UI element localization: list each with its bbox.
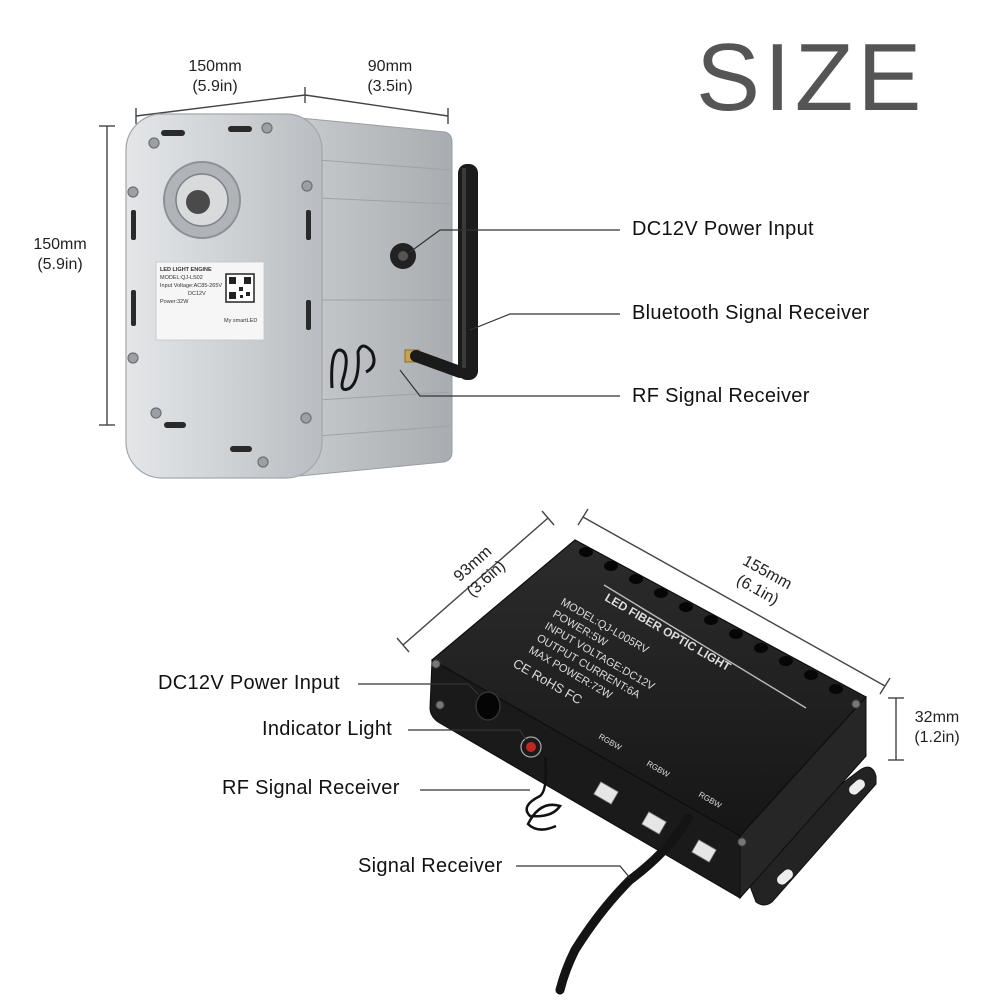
- engine-width-in: (5.9in): [192, 78, 238, 95]
- callout-engine-bluetooth: Bluetooth Signal Receiver: [632, 302, 870, 324]
- callout-controller-dc-input: DC12V Power Input: [158, 672, 340, 694]
- engine-height-in: (5.9in): [37, 256, 83, 273]
- engine-height-mm: 150mm: [33, 236, 87, 253]
- engine-label-sticker: LED LIGHT ENGINE MODEL:QJ-LS02 Input Vol…: [160, 266, 224, 306]
- engine-label-line5: Power:32W: [160, 299, 189, 305]
- callout-engine-rf: RF Signal Receiver: [632, 385, 810, 407]
- engine-depth-in: (3.5in): [367, 78, 413, 95]
- controller-callout-lines: [358, 683, 631, 879]
- callout-engine-dc-input: DC12V Power Input: [632, 218, 814, 240]
- controller-dimension-lines: [396, 508, 904, 761]
- engine-height-dimension: 150mm (5.9in): [20, 235, 100, 275]
- engine-label-app: My smartLED: [224, 318, 258, 324]
- engine-depth-dimension: 90mm (3.5in): [350, 57, 430, 97]
- callout-controller-rf: RF Signal Receiver: [222, 777, 400, 799]
- controller-height-dimension: 32mm (1.2in): [904, 708, 970, 748]
- light-engine-body: [125, 113, 478, 479]
- controller-height-in: (1.2in): [914, 729, 960, 746]
- engine-dimension-lines: [99, 87, 449, 426]
- engine-label-line3: Input Voltage:AC85-265V: [160, 283, 223, 289]
- callout-controller-signal: Signal Receiver: [358, 855, 503, 877]
- engine-depth-mm: 90mm: [367, 58, 413, 75]
- engine-label-line2: MODEL:QJ-LS02: [160, 275, 203, 281]
- engine-width-mm: 150mm: [188, 58, 242, 75]
- engine-label-line1: LED LIGHT ENGINE: [160, 267, 212, 273]
- engine-label-line4: DC12V: [188, 291, 206, 297]
- controller-height-mm: 32mm: [914, 709, 960, 726]
- controller-body: LED FIBER OPTIC LIGHT MODEL:QJ-L005RV PO…: [429, 539, 877, 995]
- engine-callout-lines: [399, 229, 620, 397]
- callout-controller-indicator: Indicator Light: [262, 718, 393, 740]
- page-title: SIZE: [696, 24, 926, 131]
- engine-width-dimension: 150mm (5.9in): [175, 57, 255, 97]
